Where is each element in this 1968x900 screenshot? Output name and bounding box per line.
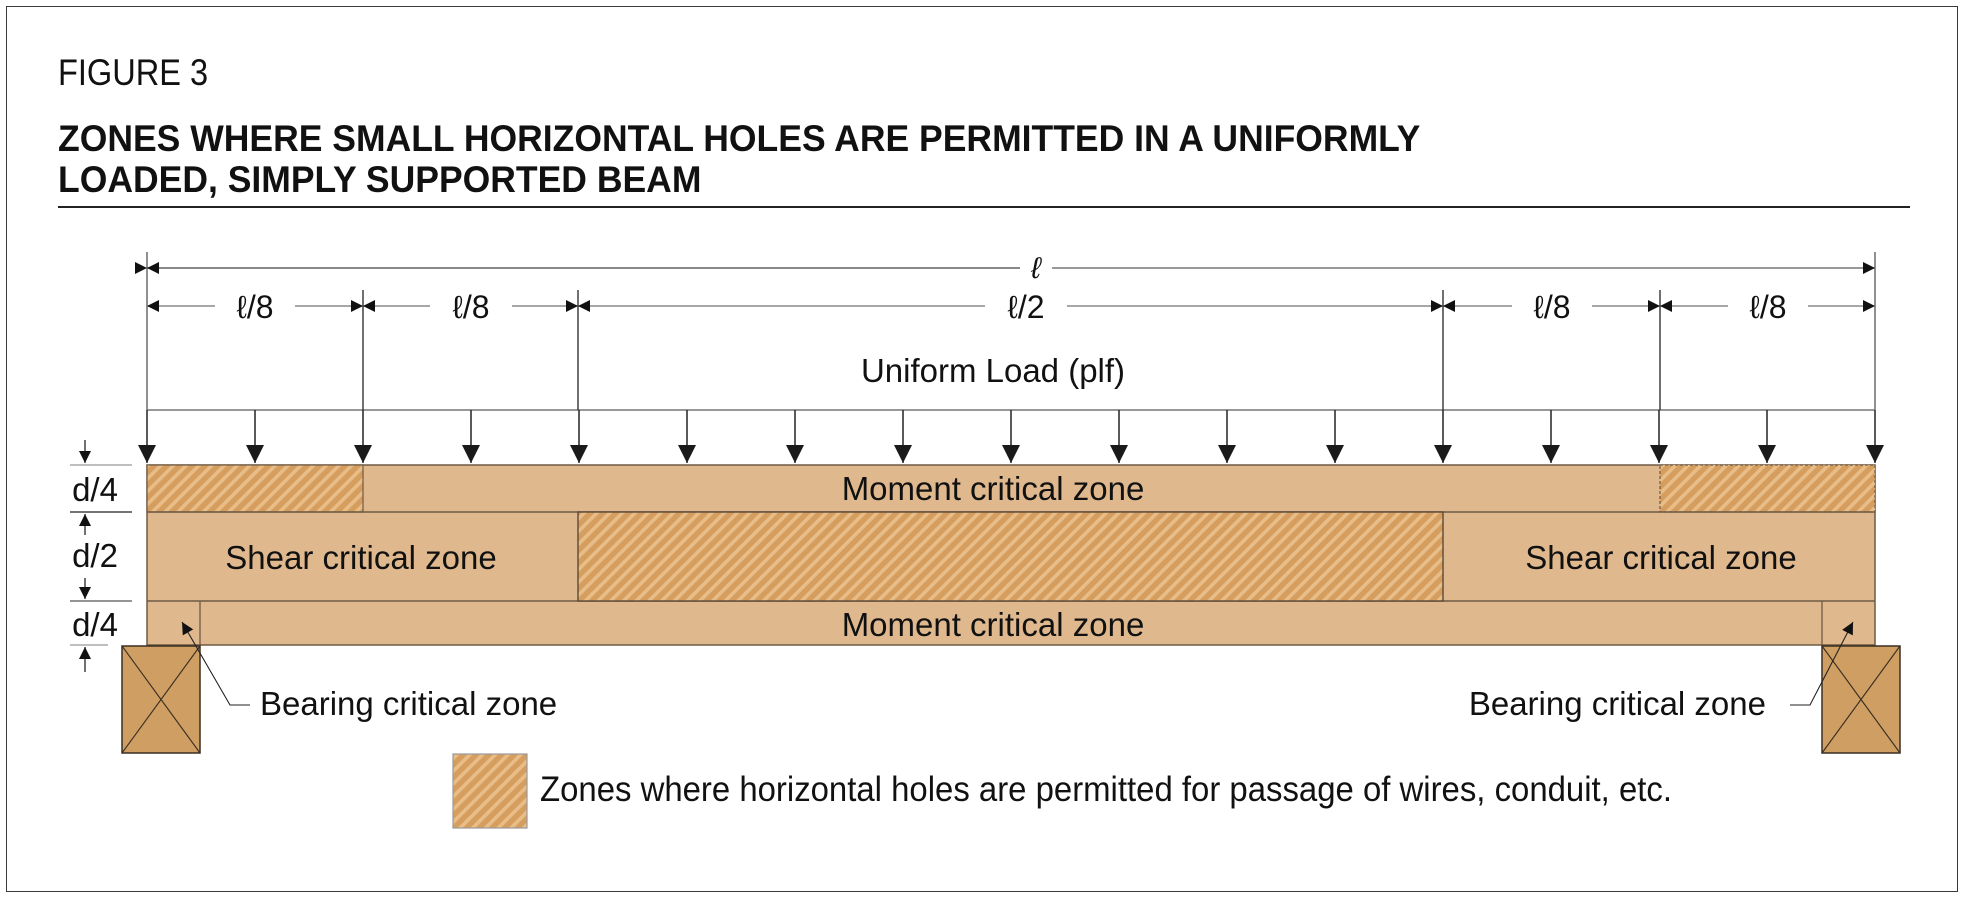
depth-label-top: d/4 (72, 471, 118, 508)
top-moment-zone-label: Moment critical zone (842, 470, 1145, 507)
figure-title: ZONES WHERE SMALL HORIZONTAL HOLES ARE P… (58, 118, 1420, 200)
zone-divider-lines (362, 290, 1661, 410)
depth-labels: d/4 d/2 d/4 (72, 471, 118, 643)
permitted-zone-top-right (1659, 464, 1876, 513)
bottom-moment-zone-label: Moment critical zone (842, 606, 1145, 643)
figure-title-line1: ZONES WHERE SMALL HORIZONTAL HOLES ARE P… (58, 118, 1421, 159)
segment-label-5: ℓ/8 (1749, 289, 1786, 325)
figure-frame (6, 6, 1958, 892)
segment-labels: ℓ/8 ℓ/8 ℓ/2 ℓ/8 ℓ/8 (236, 289, 1786, 325)
right-shear-zone-label: Shear critical zone (1525, 539, 1796, 576)
permitted-zone-top-left (146, 464, 364, 513)
uniform-load-label: Uniform Load (plf) (861, 352, 1125, 389)
segment-label-3: ℓ/2 (1007, 289, 1044, 325)
depth-label-bottom: d/4 (72, 606, 118, 643)
right-support (1821, 645, 1901, 754)
right-bearing-zone-label: Bearing critical zone (1469, 685, 1766, 722)
left-support (121, 645, 201, 754)
total-span-dimension: ℓ (135, 252, 1875, 285)
left-bearing-zone-label: Bearing critical zone (260, 685, 557, 722)
zone-labels: Moment critical zone Shear critical zone… (225, 470, 1796, 643)
figure-title-line2: LOADED, SIMPLY SUPPORTED BEAM (58, 159, 702, 200)
bearing-leaders (181, 621, 1854, 706)
title-divider (58, 206, 1910, 208)
beam (146, 464, 1876, 646)
extension-lines (146, 252, 1876, 410)
depth-label-middle: d/2 (72, 537, 118, 574)
legend-text: Zones where horizontal holes are permitt… (540, 770, 1672, 809)
segment-label-2: ℓ/8 (452, 289, 489, 325)
segment-label-4: ℓ/8 (1533, 289, 1570, 325)
permitted-zone-middle (577, 511, 1444, 602)
segment-label-1: ℓ/8 (236, 289, 273, 325)
left-shear-zone-label: Shear critical zone (225, 539, 496, 576)
legend-swatch (452, 753, 528, 829)
load-arrows (138, 410, 1884, 463)
total-span-label: ℓ (1030, 252, 1042, 285)
figure-label: FIGURE 3 (58, 52, 209, 93)
depth-dimensions (70, 440, 132, 672)
